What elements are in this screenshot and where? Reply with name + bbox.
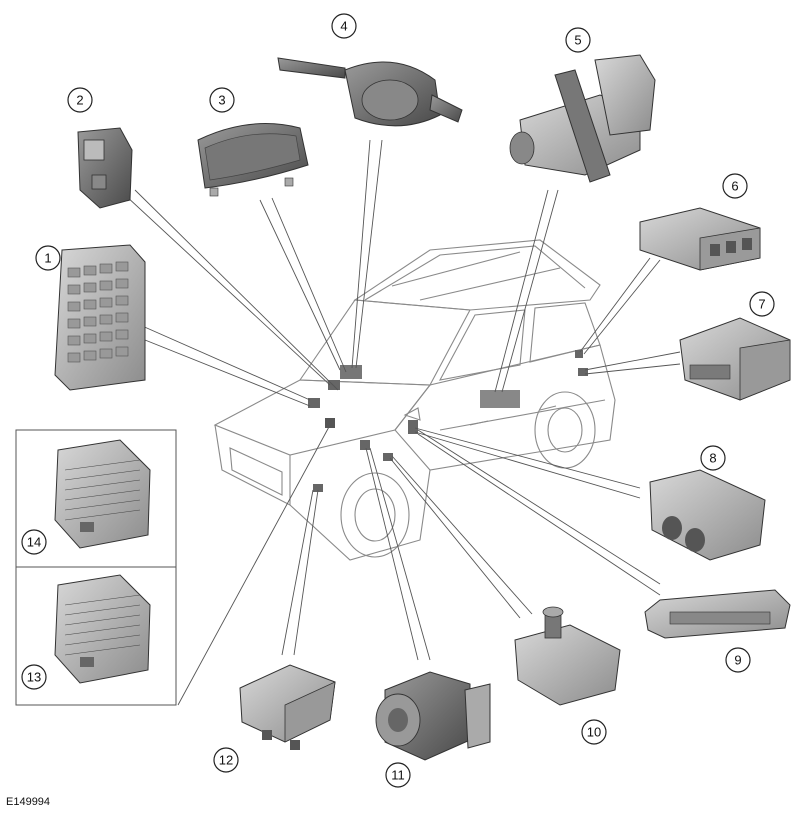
callout-6-label: 6 xyxy=(731,179,738,194)
abs-modulator xyxy=(375,671,491,761)
leader-lines xyxy=(124,139,681,706)
callout-3: 3 xyxy=(209,87,235,113)
callout-1-label: 1 xyxy=(44,251,51,266)
callout-3-label: 3 xyxy=(218,93,225,108)
steering-column-lock xyxy=(509,54,656,183)
callout-9-label: 9 xyxy=(734,653,741,668)
start-switch-module xyxy=(77,127,133,209)
module-markers xyxy=(308,350,588,492)
callout-2: 2 xyxy=(67,87,93,113)
callout-6: 6 xyxy=(722,173,748,199)
callout-7-label: 7 xyxy=(758,297,765,312)
callout-10-label: 10 xyxy=(587,725,601,740)
central-junction-box-module xyxy=(54,244,146,391)
rear-module-6 xyxy=(639,207,761,271)
callout-11-label: 11 xyxy=(391,768,405,783)
callout-5: 5 xyxy=(565,27,591,53)
callout-14: 14 xyxy=(21,529,47,555)
callout-7: 7 xyxy=(749,291,775,317)
callout-10: 10 xyxy=(581,719,607,745)
restraints-control-module xyxy=(649,469,766,561)
callout-12-label: 12 xyxy=(219,753,233,768)
callout-5-label: 5 xyxy=(574,33,581,48)
callout-2-label: 2 xyxy=(76,93,83,108)
figure-reference: E149994 xyxy=(6,796,50,808)
callout-11: 11 xyxy=(385,762,411,788)
callout-4: 4 xyxy=(331,13,357,39)
callout-13: 13 xyxy=(21,664,47,690)
steering-column-switchgear xyxy=(277,57,463,127)
rear-module-7 xyxy=(679,317,791,401)
actuator-module xyxy=(514,606,621,706)
callout-14-label: 14 xyxy=(27,535,41,550)
callout-8: 8 xyxy=(700,445,726,471)
callout-9: 9 xyxy=(725,647,751,673)
callout-12: 12 xyxy=(213,747,239,773)
instrument-cluster xyxy=(197,123,309,197)
callouts: 1 2 3 4 5 6 7 8 9 10 11 xyxy=(21,13,775,788)
callout-1: 1 xyxy=(35,245,61,271)
callout-13-label: 13 xyxy=(27,670,41,685)
callout-4-label: 4 xyxy=(340,19,347,34)
callout-8-label: 8 xyxy=(709,451,716,466)
long-control-module xyxy=(644,589,791,639)
front-module-12 xyxy=(239,664,336,750)
vehicle-outline xyxy=(213,239,616,561)
engine-control-modules-inset xyxy=(15,429,177,706)
